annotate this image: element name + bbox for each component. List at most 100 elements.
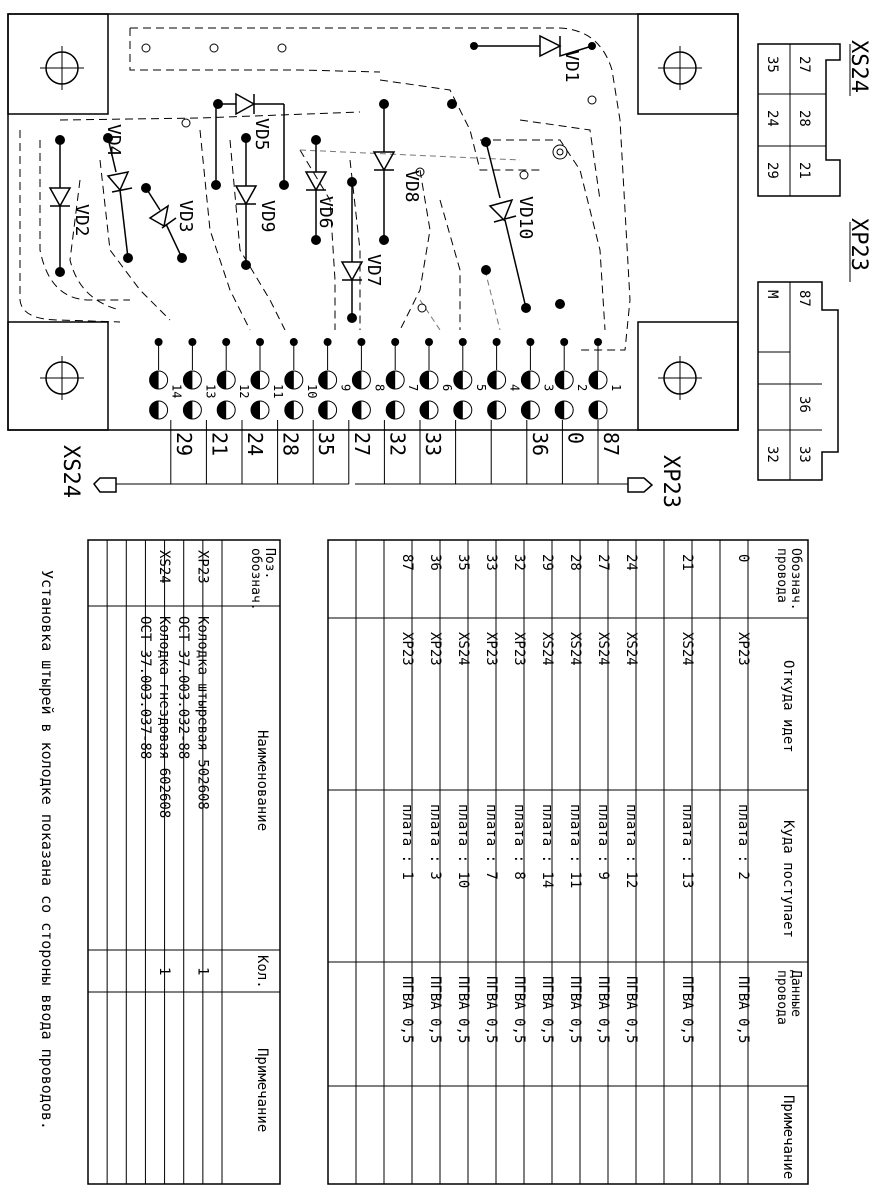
- wire-table-cell: плата : 11: [567, 804, 583, 888]
- parts-table-cell: Колодка гнездовая 602608: [156, 616, 172, 818]
- connector-xs24-icon: [93, 477, 117, 493]
- wire-table-cell: ПГВА 0,5: [623, 976, 639, 1043]
- wire-table-cell: плата : 8: [511, 804, 527, 880]
- wire-table-cell: ПГВА 0,5: [539, 976, 555, 1043]
- wire-table-cell: 33: [483, 554, 499, 571]
- connector-pin-icon: [453, 400, 473, 420]
- parts-table-header: Кол.: [254, 955, 270, 989]
- wire-number: 87: [599, 432, 623, 456]
- wire-table-cell: 29: [539, 554, 555, 571]
- xp23-cell: 87: [796, 290, 812, 307]
- wire-table-cell: XS24: [539, 632, 555, 666]
- wire-table-cell: ПГВА 0,5: [735, 976, 751, 1043]
- pin-number: 11: [271, 384, 285, 398]
- pin-number: 2: [575, 384, 589, 391]
- wire-table-cell: 0: [735, 554, 751, 562]
- connector-pin-icon: [250, 400, 270, 420]
- wire-table-cell: 36: [427, 554, 443, 571]
- connector-pin-icon: [149, 400, 169, 420]
- wire-table-cell: плата : 13: [679, 804, 695, 888]
- xp23-cell: 36: [796, 396, 812, 413]
- connector-pin-icon: [554, 370, 574, 390]
- diode-vd9-symbol: [234, 138, 258, 265]
- xs24-pin-block: XS24 27 28 21 35 24 29: [757, 40, 871, 197]
- diode-vd6-symbol: [304, 140, 328, 240]
- pin-number: 12: [237, 384, 251, 398]
- xs24-cell: 35: [764, 56, 780, 73]
- wire-table-cell: XP23: [483, 632, 499, 666]
- diode-label: VD9: [257, 200, 278, 233]
- wire-table-cell: XS24: [455, 632, 471, 666]
- connector-pin-icon: [182, 400, 202, 420]
- xp23-cell: 33: [796, 446, 812, 463]
- wire-number: 21: [207, 432, 231, 456]
- connector-pin-icon: [487, 400, 507, 420]
- diode-label: VD6: [315, 196, 336, 229]
- solder-points: [55, 42, 596, 323]
- wire-table-cell: XS24: [595, 632, 611, 666]
- wire-table-cell: XS24: [567, 632, 583, 666]
- wire-table-header: провода: [774, 548, 789, 603]
- wire-table-cell: плата : 9: [595, 804, 611, 880]
- pin-number: 8: [372, 384, 386, 391]
- xs24-cell: 28: [796, 110, 812, 127]
- diode-vd5-symbol: [218, 92, 284, 116]
- pin-number: 3: [541, 384, 555, 391]
- wire-table-cell: плата : 1: [399, 804, 415, 880]
- connector-pin-icon: [351, 370, 371, 390]
- parts-table-cell: XP23: [194, 550, 210, 584]
- wire-table-cell: ПГВА 0,5: [679, 976, 695, 1043]
- connector-pin-icon: [554, 400, 574, 420]
- parts-table-header: обознач.: [248, 548, 263, 611]
- wire-table-cell: 21: [679, 554, 695, 571]
- mount-hole-icon: [40, 356, 84, 400]
- connector-pin-icon: [487, 370, 507, 390]
- wire-table-header: Обознач.: [788, 548, 803, 611]
- parts-table-cell: Колодка штыревая 502608: [194, 616, 210, 810]
- wire-table-header: Откуда идет: [780, 660, 796, 753]
- xs24-cell: 27: [796, 56, 812, 73]
- diode-vd4-symbol: [106, 137, 133, 259]
- connector-pin-icon: [284, 400, 304, 420]
- pin-number: 9: [339, 384, 353, 391]
- wire-table-cell: 35: [455, 554, 471, 571]
- wire-table-header: Куда поступает: [780, 820, 796, 938]
- wire-table-cell: 27: [595, 554, 611, 571]
- parts-table-cell: 1: [156, 967, 172, 975]
- pin-number: 5: [474, 384, 488, 391]
- wire-number: 28: [279, 432, 303, 456]
- connector-pin-icon: [520, 400, 540, 420]
- connector-pin-icon: [182, 370, 202, 390]
- connector-pin-icon: [149, 370, 169, 390]
- mount-hole-icon: [40, 46, 84, 90]
- connector-pin-icon: [520, 370, 540, 390]
- diode-label: VD7: [363, 254, 384, 287]
- xs24-cell: 24: [764, 110, 780, 127]
- wire-table-header: Примечание: [780, 1095, 796, 1179]
- wire-table-cell: XP23: [399, 632, 415, 666]
- circuit-board: VD1 VD2 VD3 VD4 VD5 VD6 VD7 VD8 VD9 VD10…: [7, 13, 739, 431]
- diode-label: VD5: [251, 118, 272, 151]
- wire-table-cell: XP23: [427, 632, 443, 666]
- wire-table-cell: 24: [623, 554, 639, 571]
- xp23-pin-block: XP23 87 36 33 M 32: [757, 218, 871, 481]
- diode-vd3-symbol: [145, 187, 183, 259]
- wire-number: 27: [350, 432, 374, 456]
- xp23-cell: 32: [764, 446, 780, 463]
- wire-table-cell: XS24: [623, 632, 639, 666]
- connector-pin-icon: [318, 400, 338, 420]
- connector-xs24-label: XS24: [58, 445, 83, 498]
- xs24-cell: 29: [764, 162, 780, 179]
- wire-table-cell: плата : 7: [483, 804, 499, 880]
- wire-table-cell: 28: [567, 554, 583, 571]
- diode-label: VD10: [515, 196, 536, 239]
- diode-label: VD8: [401, 170, 422, 203]
- mount-hole-icon: [658, 356, 702, 400]
- wire-table-cell: ПГВА 0,5: [511, 976, 527, 1043]
- diode-label: VD2: [71, 204, 92, 237]
- diode-vd10-symbol: [485, 141, 527, 309]
- pin-number: 6: [440, 384, 454, 391]
- diode-label: VD3: [175, 200, 196, 233]
- wire-number: 32: [385, 432, 409, 456]
